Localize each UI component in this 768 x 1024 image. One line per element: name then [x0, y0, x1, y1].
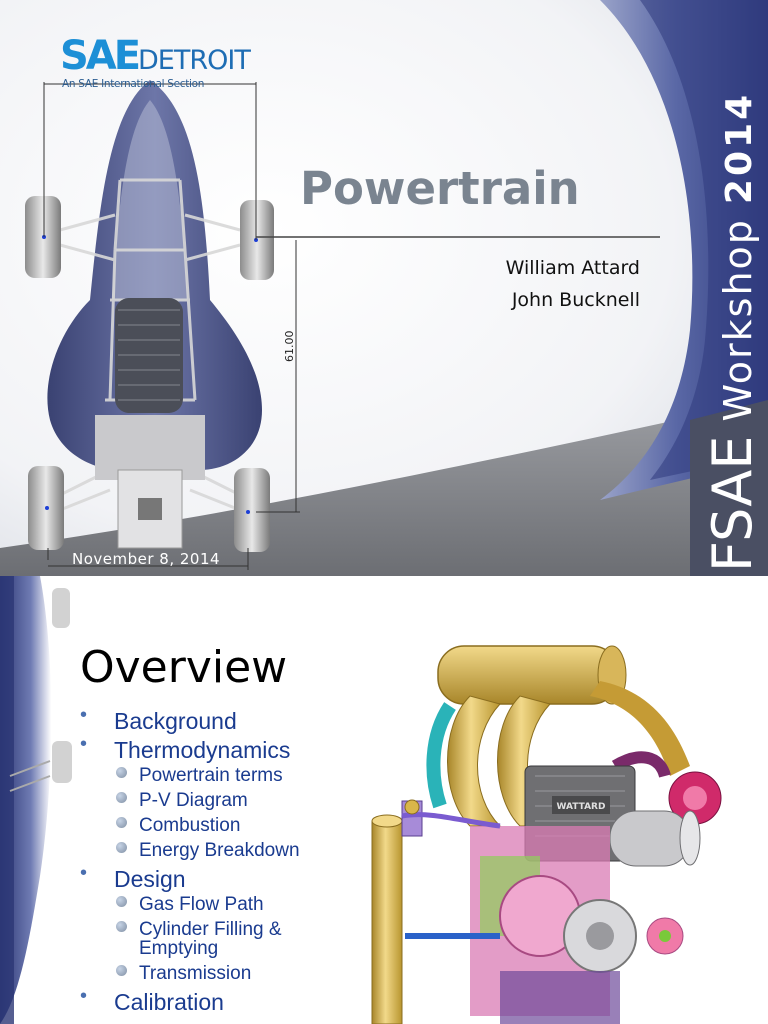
outline-subitem: Combustion [80, 816, 380, 835]
brand-event: Workshop [716, 218, 760, 422]
bullet-icon: • [80, 862, 88, 884]
slide1-title: Powertrain [300, 162, 580, 215]
outline-subitem: Energy Breakdown [80, 841, 380, 860]
bullet-icon: • [80, 704, 88, 726]
sphere-bullet-icon [116, 896, 127, 907]
author-2: John Bucknell [511, 289, 640, 311]
sae-logo-tagline: An SAE International Section [62, 78, 205, 90]
outline-item: •Calibration [80, 985, 224, 1015]
sae-logo-mark: SAE [60, 33, 141, 79]
vertical-brand: FSAE Workshop 2014 [701, 91, 768, 572]
overview-outline: •Background •Thermodynamics Powertrain t… [80, 704, 380, 1018]
outline-subitem: P-V Diagram [80, 791, 380, 810]
bullet-icon: • [80, 985, 88, 1007]
outline-subitem: Transmission [80, 964, 380, 983]
title-slide: SAE DETROIT An SAE International Section… [0, 0, 768, 576]
slide1-background [0, 0, 768, 576]
bullet-icon: • [80, 733, 88, 755]
sphere-bullet-icon [116, 842, 127, 853]
engine-illustration: WATTARD [371, 645, 722, 1024]
overview-slide: WATTARD Overview •Background •Thermodyna… [0, 576, 768, 1024]
outline-item: •Thermodynamics [80, 733, 291, 763]
outline-subitem: Gas Flow Path [80, 895, 380, 914]
sphere-bullet-icon [116, 767, 127, 778]
slide2-background: WATTARD [0, 576, 768, 1024]
brand-year: 2014 [719, 91, 760, 205]
outline-item: •Background [80, 704, 237, 734]
dimension-label: 61.00 [283, 330, 296, 363]
sphere-bullet-icon [116, 965, 127, 976]
sphere-bullet-icon [116, 792, 127, 803]
presentation-date: November 8, 2014 [72, 550, 221, 568]
outline-item: •Design [80, 862, 186, 892]
sae-detroit-logo: SAE DETROIT An SAE International Section [60, 33, 251, 94]
outline-subitem: Cylinder Filling & Emptying [80, 920, 339, 958]
author-1: William Attard [505, 257, 640, 279]
sphere-bullet-icon [116, 817, 127, 828]
sae-logo-name: DETROIT [138, 45, 251, 76]
slide2-title: Overview [80, 642, 288, 693]
sphere-bullet-icon [116, 921, 127, 932]
brand-series: FSAE [701, 435, 764, 572]
outline-subitem: Powertrain terms [80, 766, 380, 785]
engine-label: WATTARD [557, 802, 606, 812]
